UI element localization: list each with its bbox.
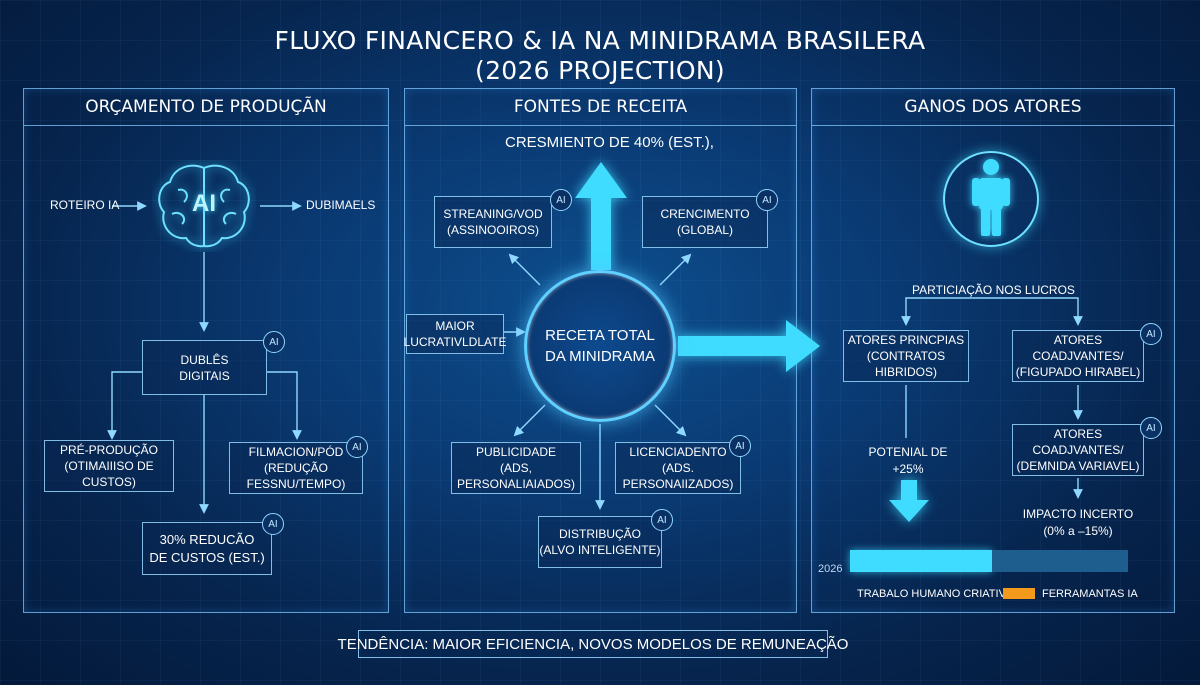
receita-line2: DA MINIDRAMA <box>544 348 655 365</box>
principais-line1: ATORES PRINCPIAS <box>847 333 965 347</box>
publicidade-line2: (ADS, PERSONALIAIADOS) <box>456 461 576 491</box>
panel-revenue-heading: FONTES DE RECEITA <box>405 89 796 126</box>
impacto-line1: IMPACTO INCERTO <box>1022 507 1134 521</box>
impacto-line2: (0% a –15%) <box>1043 524 1113 538</box>
distribuicao-line1: DISTRIBUÇÃO <box>558 527 641 541</box>
dubles-line1: DUBLÊS <box>180 352 229 367</box>
page-title: FLUXO FINANCERO & IA NA MINIDRAMA BRASIL… <box>274 26 926 55</box>
pre-producao-line1: PRÉ-PRODUÇÃO <box>59 443 158 457</box>
potencial-line1: POTENIAL DE <box>868 445 948 459</box>
coadjuvantes1-line1: ATORES COADJVANTES/ <box>1032 333 1124 363</box>
ai-badge-icon: AI <box>263 331 285 353</box>
streaming-line1: STREANING/VOD <box>443 207 543 221</box>
participacao-label: PARTICIAÇÃO NOS LUCROS <box>912 283 1075 297</box>
filmacion-line1: FILMACION/PÓD <box>248 445 344 459</box>
coadjuvantes1-line2: (FIGUPADO HIRABEL) <box>1015 365 1141 379</box>
filmacion-line2: (REDUÇÃO FESSNU/TEMPO) <box>246 461 346 491</box>
atores-principais-box: ATORES PRINCPIAS (CONTRATOS HIBRIDOS) <box>843 330 969 382</box>
pre-producao-line2: (OTIMAIIISO DE CUSTOS) <box>64 459 154 489</box>
maior-line2: LUCRATIVLDLATE <box>403 335 507 349</box>
ai-badge-icon: AI <box>1140 417 1162 439</box>
reducao-custos-box: 30% REDUCÃO DE CUSTOS (EST.) <box>142 522 272 575</box>
crescimento-line2: (GLOBAL) <box>676 223 733 237</box>
reducao-line1: 30% REDUCÃO <box>159 531 255 547</box>
streaming-line2: (ASSINOOIROS) <box>446 223 539 237</box>
receita-total-circle: RECETA TOTAL DA MINIDRAMA <box>524 270 676 422</box>
streaming-box: STREANING/VOD (ASSINOOIROS) <box>434 196 552 248</box>
crescimento-line1: CRENCIMENTO <box>660 207 750 221</box>
ai-badge-icon: AI <box>346 436 368 458</box>
dubles-line2: DIGITAIS <box>179 368 230 383</box>
human-work-bar <box>850 550 992 572</box>
pre-producao-box: PRÉ-PRODUÇÃO (OTIMAIIISO DE CUSTOS) <box>44 440 174 492</box>
panel-production-heading: ORÇAMENTO DE PRODUÇÃN <box>24 89 388 126</box>
ai-badge-icon: AI <box>550 189 572 211</box>
reducao-line2: DE CUSTOS (EST.) <box>149 549 265 565</box>
ai-badge-icon: AI <box>262 513 284 535</box>
licenciamento-line1: LICENCIADENTO <box>629 445 727 459</box>
maior-line1: MAIOR <box>435 319 475 333</box>
publicidade-box: PUBLICIDADE (ADS, PERSONALIAIADOS) <box>451 442 581 494</box>
dubles-digitais-box: DUBLÊS DIGITAIS <box>142 340 267 395</box>
roteiro-ia-label: ROTEIRO IA <box>50 198 120 212</box>
receita-line1: RECETA TOTAL <box>545 327 655 344</box>
legend-human-label: TRABALO HUMANO CRIATIVO <box>857 588 1015 600</box>
distribuicao-box: DISTRIBUÇÃO (ALVO INTELIGENTE) <box>538 516 662 568</box>
distribuicao-line2: (ALVO INTELIGENTE) <box>539 543 661 557</box>
ai-badge-icon: AI <box>756 189 778 211</box>
legend-ai-label: FERRAMANTAS IA <box>1042 588 1138 600</box>
person-icon <box>943 151 1039 247</box>
brain-ai-text: AI <box>192 190 216 217</box>
year-label: 2026 <box>818 563 843 575</box>
ai-badge-icon: AI <box>729 435 751 457</box>
panel-production: ORÇAMENTO DE PRODUÇÃN <box>23 88 389 613</box>
atores-coadjuvantes-box-1: ATORES COADJVANTES/ (FIGUPADO HIRABEL) <box>1012 330 1144 382</box>
potencial-label: POTENIAL DE +25% <box>856 444 960 478</box>
ai-badge-icon: AI <box>1140 323 1162 345</box>
brain-ai-icon: AI <box>152 160 256 252</box>
filmacion-box: FILMACION/PÓD (REDUÇÃO FESSNU/TEMPO) <box>229 442 363 494</box>
coadjuvantes2-line1: ATORES COADJVANTES/ <box>1032 427 1124 457</box>
impacto-label: IMPACTO INCERTO (0% a –15%) <box>1010 506 1146 540</box>
crescimento-box: CRENCIMENTO (GLOBAL) <box>642 196 768 248</box>
licenciamento-box: LICENCIADENTO (ADS. PERSONAIIZADOS) <box>615 442 741 494</box>
coadjuvantes2-line2: (DEMNIDA VARIAVEL) <box>1016 459 1140 473</box>
potencial-line2: +25% <box>892 462 924 476</box>
legend-ai-swatch <box>1003 588 1035 599</box>
ai-tools-bar <box>992 550 1128 572</box>
publicidade-line1: PUBLICIDADE <box>475 445 557 459</box>
page-subtitle: (2026 PROJECTION) <box>475 56 725 85</box>
ai-badge-icon: AI <box>651 509 673 531</box>
footer-trend: TENDÊNCIA: MAIOR EFICIENCIA, NOVOS MODEL… <box>338 630 848 658</box>
maior-lucratividade-box: MAIOR LUCRATIVLDLATE <box>403 314 507 354</box>
panel-actors-heading: GANOS DOS ATORES <box>812 89 1174 126</box>
principais-line2: (CONTRATOS HIBRIDOS) <box>866 349 946 379</box>
growth-label: CRESMIENTO DE 40% (EST.), <box>505 134 714 151</box>
digitais-label: DUBIMAELS <box>306 198 376 212</box>
licenciamento-line2: (ADS. PERSONAIIZADOS) <box>622 461 734 491</box>
atores-coadjuvantes-box-2: ATORES COADJVANTES/ (DEMNIDA VARIAVEL) <box>1012 424 1144 476</box>
